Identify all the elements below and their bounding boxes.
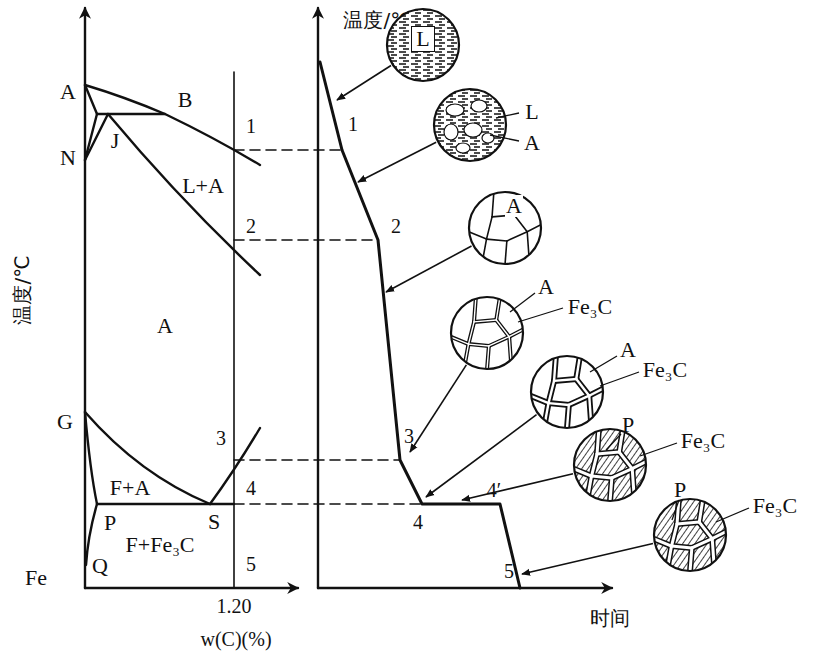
phase-label: F+Fe₃C	[126, 534, 195, 556]
pointer-arrow	[337, 65, 391, 100]
leader-line	[496, 113, 519, 118]
leader-line	[600, 372, 639, 386]
delta-line	[85, 114, 108, 160]
point-number: w(C)(%)	[200, 629, 271, 649]
delta-line	[85, 85, 97, 114]
point-number: 4	[413, 512, 423, 532]
micrograph	[450, 296, 524, 370]
phase-label: A	[505, 195, 523, 217]
leader-line	[606, 434, 621, 450]
pointer-arrow	[522, 544, 653, 574]
point-number: 3	[404, 426, 414, 446]
phase-label: Fe₃C	[568, 296, 612, 318]
pointer-arrow	[358, 142, 436, 182]
phase-label: A	[538, 276, 554, 298]
leader-line	[716, 508, 749, 522]
pointer-arrow	[386, 246, 472, 292]
phase-label: A	[60, 81, 76, 103]
eutectoid-line	[97, 503, 234, 505]
phase-label: A	[620, 339, 636, 361]
leader-line	[510, 293, 535, 312]
point-number: 1.20	[217, 596, 252, 616]
point-number: 5	[504, 561, 514, 581]
micrograph	[573, 428, 647, 502]
peritectic-line	[97, 113, 165, 115]
microstructure-circle: AFe₃C	[450, 296, 524, 370]
phase-label: P	[674, 479, 686, 501]
micrograph	[530, 355, 604, 429]
leader-line	[672, 500, 679, 520]
phase-label: Fe₃C	[753, 495, 797, 517]
phase-label: S	[208, 511, 220, 533]
microstructure-circle: A	[468, 191, 542, 265]
projection-line	[234, 459, 400, 461]
axis-title: 温度/℃	[12, 255, 32, 324]
phase-label: Fe₃C	[681, 430, 725, 452]
pointer-arrow	[426, 415, 537, 497]
micrograph	[653, 498, 727, 572]
phase-label: B	[178, 89, 193, 111]
phase-label: L	[411, 26, 434, 52]
time-axis	[318, 587, 612, 589]
microstructure-circle: AFe₃C	[530, 355, 604, 429]
microstructure-circle: PFe₃C	[653, 498, 727, 572]
phase-label: G	[57, 411, 73, 433]
point-number: 2	[391, 216, 401, 236]
phase-label: A	[157, 315, 173, 337]
leader-line	[518, 308, 563, 322]
phase-label: A	[524, 132, 540, 154]
point-number: 3	[216, 428, 226, 448]
point-number: 4	[246, 478, 256, 498]
temperature-axis	[317, 8, 319, 588]
microstructure-circle: PFe₃C	[573, 428, 647, 502]
pointer-arrow	[410, 365, 466, 452]
phase-label: J	[111, 130, 120, 152]
gs-line	[85, 412, 210, 504]
axis-title: 时间	[590, 608, 630, 628]
phase-label: N	[60, 147, 76, 169]
phase-label: Q	[92, 555, 108, 577]
leader-line	[590, 356, 617, 372]
carbon-axis	[85, 587, 298, 589]
projection-line	[234, 239, 378, 241]
leader-line	[640, 443, 677, 456]
solidus-line	[108, 114, 260, 275]
temperature-axis	[84, 8, 86, 588]
phase-label: Fe₃C	[643, 359, 687, 381]
projection-line	[234, 149, 342, 151]
phase-label: L+A	[182, 175, 224, 197]
point-number: 1	[348, 114, 358, 134]
phase-label: Fe	[25, 567, 47, 589]
pointer-arrow	[462, 474, 573, 500]
es-line	[210, 428, 260, 504]
leader-line	[490, 135, 519, 141]
point-number: 4′	[487, 480, 501, 500]
phase-label: L	[525, 101, 538, 123]
gp-line	[85, 412, 97, 504]
point-number: 2	[246, 216, 256, 236]
phase-label: P	[622, 414, 634, 436]
point-number: 1	[246, 116, 256, 136]
projection-line	[234, 503, 422, 505]
phase-label: F+A	[110, 477, 151, 499]
point-number: 5	[246, 554, 256, 574]
phase-label: P	[104, 512, 116, 534]
microstructure-circle: LA	[433, 88, 507, 162]
micrograph	[433, 88, 507, 162]
microstructure-circle: L	[386, 8, 460, 82]
